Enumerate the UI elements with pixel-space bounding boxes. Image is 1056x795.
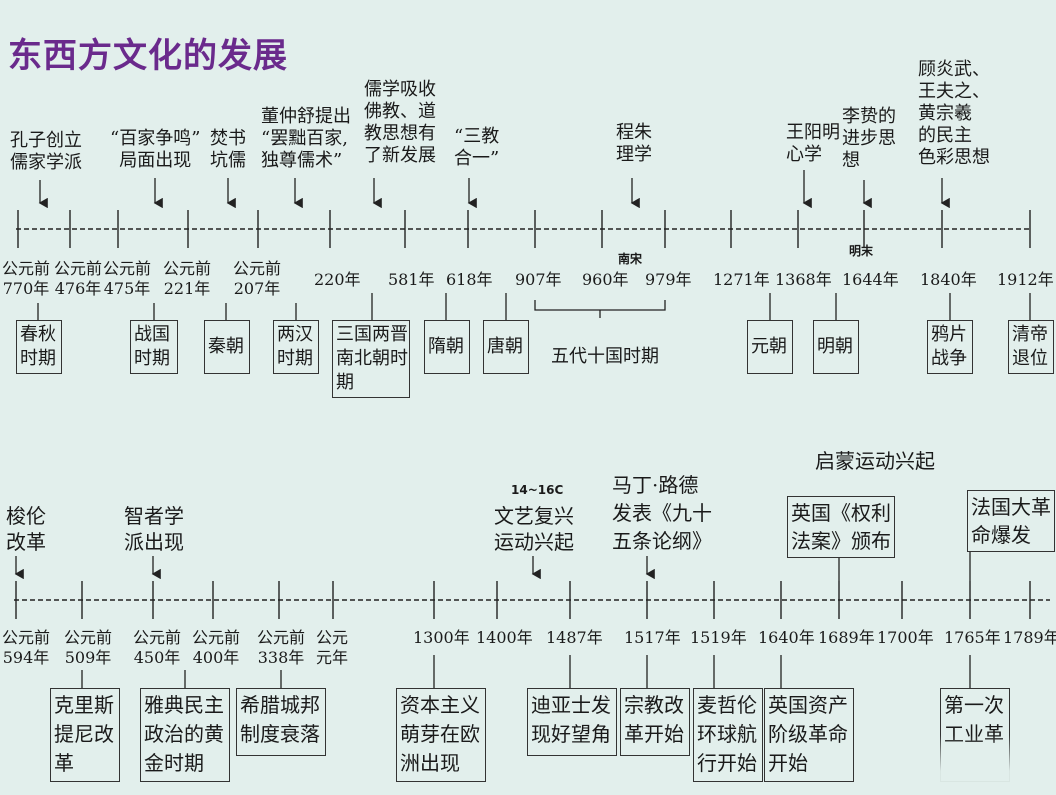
annotation-confucianism-absorbs: 儒学吸收 佛教、道 教思想有 了新发展 [364,79,436,166]
date-1644: 1644年 [842,270,899,289]
annotation-wang-yangming: 王阳明 心学 [786,122,840,165]
bottom-fade [935,735,1056,795]
annotation-enlightenment: 启蒙运动兴起 [815,449,935,473]
date-1517: 1517年 [624,628,681,647]
period-warring-states: 战国 时期 [130,320,178,374]
date-1519: 1519年 [690,628,747,647]
date-1840: 1840年 [920,270,977,289]
date-581: 581年 [388,270,435,289]
annotation-bill-of-rights: 英国《权利 法案》颁布 [787,496,895,558]
period-qin: 秦朝 [204,320,250,374]
date-1271: 1271年 [713,270,770,289]
annotation-sophists: 智者学 派出现 [124,504,184,554]
date-207bc: 公元前 207年 [233,259,282,298]
annotation-confucius: 孔子创立 儒家学派 [10,130,82,173]
date-979: 979年 [645,270,692,289]
date-221bc: 公元前 221年 [163,259,212,298]
period-han: 两汉 时期 [273,320,319,374]
event-magellan: 麦哲伦 环球航 行开始 [693,688,763,782]
date-1689: 1689年 [818,628,875,647]
event-athens-golden-age: 雅典民主 政治的黄 金时期 [140,688,230,782]
date-475bc: 公元前 475年 [103,259,152,298]
annotation-renaissance: 文艺复兴 运动兴起 [494,504,574,554]
date-618: 618年 [446,270,493,289]
label-14-16c: 14~16C [511,483,564,497]
date-770bc: 公元前 770年 [2,259,51,298]
annotation-gu-yanwu: 顾炎武、 王夫之、 黄宗羲 的民主 色彩思想 [918,59,990,168]
label-late-ming: 明末 [849,244,874,258]
event-polis-decline: 希腊城邦 制度衰落 [236,688,326,756]
event-english-revolution: 英国资产 阶级革命 开始 [764,688,854,782]
date-450bc: 公元前 450年 [133,628,182,667]
date-year-1: 公元 元年 [316,628,349,667]
event-cleisthenes: 克里斯 提尼改 革 [50,688,120,782]
annotation-dong-zhongshu: 董仲舒提出 “罢黜百家, 独尊儒术” [261,106,351,171]
date-1700: 1700年 [877,628,934,647]
period-yuan: 元朝 [747,320,793,374]
event-capitalism-sprouts: 资本主义 萌芽在欧 洲出现 [396,688,486,782]
period-tang: 唐朝 [483,320,529,374]
period-qing-abdication: 清帝 退位 [1008,320,1054,374]
date-400bc: 公元前 400年 [192,628,241,667]
date-220: 220年 [314,270,361,289]
period-opium-war: 鸦片 战争 [927,320,973,374]
date-338bc: 公元前 338年 [257,628,306,667]
annotation-cheng-zhu: 程朱 理学 [616,122,652,165]
date-1640: 1640年 [758,628,815,647]
period-three-kingdoms: 三国两晋 南北朝时 期 [332,320,410,398]
date-476bc: 公元前 476年 [54,259,103,298]
date-594bc: 公元前 594年 [2,628,51,667]
annotation-book-burning: 焚书 坑儒 [210,128,246,171]
date-1912: 1912年 [997,270,1054,289]
annotation-martin-luther: 马丁·路德 发表《九十 五条论纲》 [612,473,712,553]
annotation-hundred-schools: “百家争鸣” 局面出现 [110,128,201,171]
date-960: 960年 [582,270,629,289]
annotation-french-revolution: 法国大革 命爆发 [967,490,1055,552]
period-sui: 隋朝 [424,320,470,374]
event-dias-cape: 迪亚士发 现好望角 [527,688,617,756]
date-1300: 1300年 [413,628,470,647]
annotation-solon: 梭伦 改革 [6,504,46,554]
date-509bc: 公元前 509年 [64,628,113,667]
date-1765: 1765年 [944,628,1001,647]
five-dynasties-brace [534,300,666,311]
annotation-three-teachings: “三教 合一” [454,126,500,169]
date-907: 907年 [515,270,562,289]
date-1368: 1368年 [775,270,832,289]
date-1400: 1400年 [476,628,533,647]
period-ming: 明朝 [813,320,859,374]
label-southern-song: 南宋 [618,252,643,266]
date-1487: 1487年 [546,628,603,647]
page-title: 东西方文化的发展 [8,36,288,76]
period-five-dynasties: 五代十国时期 [551,346,659,367]
annotation-li-zhi: 李贽的 进步思 想 [842,106,896,171]
event-reformation: 宗教改 革开始 [620,688,690,756]
date-1789: 1789年 [1003,628,1056,647]
period-spring-autumn: 春秋 时期 [16,320,62,374]
